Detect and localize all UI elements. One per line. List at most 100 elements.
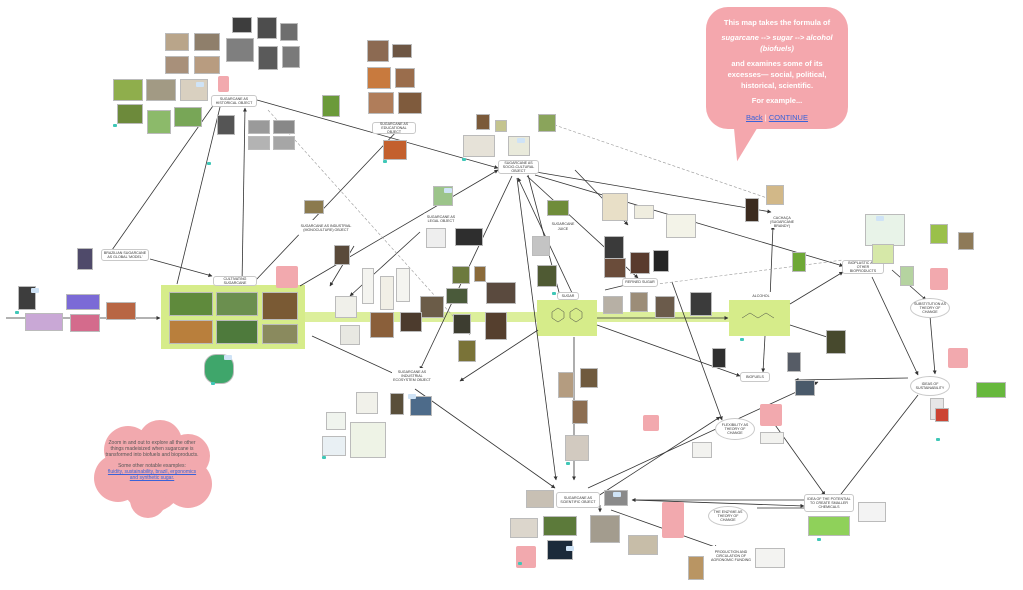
note-enzyme[interactable] xyxy=(662,502,684,538)
thumb-center-1[interactable] xyxy=(558,372,574,398)
node-scientific-object[interactable]: SUGARCANE AS SCIENTIFIC OBJECT xyxy=(556,492,600,508)
thumb-juice-3[interactable] xyxy=(537,265,557,287)
note-center[interactable] xyxy=(643,415,659,431)
thumb-field-6[interactable] xyxy=(262,324,298,344)
thumb-sci-7[interactable] xyxy=(628,535,658,555)
thumb-field-5[interactable] xyxy=(216,320,258,344)
link-tag[interactable] xyxy=(383,160,387,163)
note-substitution[interactable] xyxy=(930,268,948,290)
thumb-eco-5[interactable] xyxy=(350,422,386,458)
expand-arrow-icon[interactable] xyxy=(613,492,621,497)
link-tag[interactable] xyxy=(936,438,940,441)
thumb-prod-2[interactable] xyxy=(755,548,785,568)
thumb-left-4[interactable] xyxy=(70,314,100,332)
thumb-biofuel-3[interactable] xyxy=(712,348,726,368)
thumb-field-strip-4[interactable] xyxy=(420,296,444,318)
node-flexibility[interactable]: FLEXIBILITY AS THEORY OF CHANGE xyxy=(715,418,755,440)
thumb-bio-1[interactable] xyxy=(865,214,905,246)
link-tag[interactable] xyxy=(207,162,211,165)
thumb-field-strip-6[interactable] xyxy=(370,312,394,338)
thumb-field-strip-2[interactable] xyxy=(474,266,486,282)
thumb-field-strip-10[interactable] xyxy=(458,340,476,362)
thumb-historical-bw-6[interactable] xyxy=(232,17,252,33)
thumb-refined-3[interactable] xyxy=(690,292,712,316)
thumb-socio-5[interactable] xyxy=(495,120,507,132)
thumb-chem-2[interactable] xyxy=(858,502,886,522)
thumb-bio-2[interactable] xyxy=(872,244,894,264)
node-educational-object[interactable]: SUGARCANE AS EDUCATIONAL OBJECT xyxy=(372,122,416,134)
thumb-hist-b1[interactable] xyxy=(217,115,235,135)
thumb-historical-bw-3[interactable] xyxy=(280,23,298,41)
thumb-refined-1[interactable] xyxy=(630,292,648,312)
expand-arrow-icon[interactable] xyxy=(224,355,232,360)
expand-arrow-icon[interactable] xyxy=(444,188,452,193)
link-tag[interactable] xyxy=(518,562,522,565)
thumb-eco-4[interactable] xyxy=(326,412,346,430)
thumb-juice-2[interactable] xyxy=(532,236,550,256)
thumb-sust-3[interactable] xyxy=(935,408,949,422)
node-refined-sugar[interactable]: REFINED SUGAR xyxy=(622,278,658,287)
thumb-mono-2[interactable] xyxy=(334,245,350,265)
thumb-refined-2[interactable] xyxy=(655,296,675,318)
thumb-prod-1[interactable] xyxy=(688,556,704,580)
node-biofuels[interactable]: BIOFUELS xyxy=(740,372,770,382)
thumb-sci-5[interactable] xyxy=(590,515,620,543)
link-tag[interactable] xyxy=(462,158,466,161)
thumb-bio-4[interactable] xyxy=(958,232,974,250)
thumb-biofuel-1[interactable] xyxy=(787,352,801,372)
thumb-mono-1[interactable] xyxy=(304,200,324,214)
thumb-flex-1[interactable] xyxy=(692,442,712,458)
thumb-field-strip-9[interactable] xyxy=(485,312,507,340)
thumb-cachaca-2[interactable] xyxy=(745,198,759,222)
node-sociocultural-object[interactable]: SUGARCANE AS SOCIO-CULTURAL OBJECT xyxy=(498,160,539,174)
thumb-green-5[interactable] xyxy=(147,110,171,134)
thumb-edu-1[interactable] xyxy=(367,40,389,62)
thumb-green-6[interactable] xyxy=(174,107,202,127)
note-cultivating[interactable] xyxy=(276,266,298,288)
node-production-funding[interactable]: PRODUCTION AND CIRCULATION OF AGRONOMIC … xyxy=(708,546,754,566)
thumb-socio-1[interactable] xyxy=(463,135,495,157)
thumb-historical-bw-2[interactable] xyxy=(257,17,277,39)
expand-arrow-icon[interactable] xyxy=(517,138,525,143)
node-cheap-chemicals[interactable]: IDEA OF THE POTENTIAL TO CREATE SMALLER … xyxy=(804,494,854,512)
thumb-global-1[interactable] xyxy=(77,248,93,270)
thumb-doc-1[interactable] xyxy=(362,268,374,304)
thumb-mid-1[interactable] xyxy=(604,258,626,278)
node-historical-object[interactable]: SUGARCANE AS HISTORICAL OBJECT xyxy=(211,95,257,107)
thumb-field-strip-5[interactable] xyxy=(486,282,516,304)
thumb-bio-6[interactable] xyxy=(900,266,914,286)
thumb-diagram-1[interactable] xyxy=(602,193,628,221)
thumb-edu-7[interactable] xyxy=(322,95,340,117)
thumb-mid-3[interactable] xyxy=(653,250,669,272)
thumb-flex-2[interactable] xyxy=(760,432,784,444)
node-substitution[interactable]: SUBSTITUTION AS THEORY OF CHANGE xyxy=(910,298,950,318)
node-alcohol[interactable]: ALCOHOL xyxy=(748,292,774,300)
thumb-edu-2[interactable] xyxy=(392,44,412,58)
thumb-historical-bw-1[interactable] xyxy=(226,38,254,62)
expand-arrow-icon[interactable] xyxy=(31,288,39,293)
thumb-edu-5[interactable] xyxy=(368,92,394,114)
link-tag[interactable] xyxy=(322,456,326,459)
thumb-eco-3[interactable] xyxy=(410,396,432,416)
thumb-hist-b4[interactable] xyxy=(273,120,295,134)
back-link[interactable]: Back xyxy=(746,113,763,122)
continue-link[interactable]: CONTINUE xyxy=(768,113,808,122)
thumb-eco-1[interactable] xyxy=(356,392,378,414)
link-tag[interactable] xyxy=(211,382,215,385)
node-sustainability[interactable]: IDEAS OF SUSTAINABILITY xyxy=(910,376,950,396)
thumb-green-1[interactable] xyxy=(113,79,143,101)
link-tag[interactable] xyxy=(740,338,744,341)
thumb-legal-3[interactable] xyxy=(455,228,483,246)
thumb-juice-1[interactable] xyxy=(547,200,569,216)
thumb-edu-6[interactable] xyxy=(398,92,422,114)
link-tag[interactable] xyxy=(817,538,821,541)
thumb-doc-5[interactable] xyxy=(340,325,360,345)
node-global-model[interactable]: BRAZILIAN SUGARCANE AS GLOBAL 'MODEL' xyxy=(101,249,149,261)
thumb-diagram-2[interactable] xyxy=(634,205,654,219)
link-tag[interactable] xyxy=(566,462,570,465)
thumb-biofuel-2[interactable] xyxy=(795,380,815,396)
thumb-left-3[interactable] xyxy=(66,294,100,310)
thumb-legal-2[interactable] xyxy=(426,228,446,248)
thumb-socio-3[interactable] xyxy=(476,114,490,130)
